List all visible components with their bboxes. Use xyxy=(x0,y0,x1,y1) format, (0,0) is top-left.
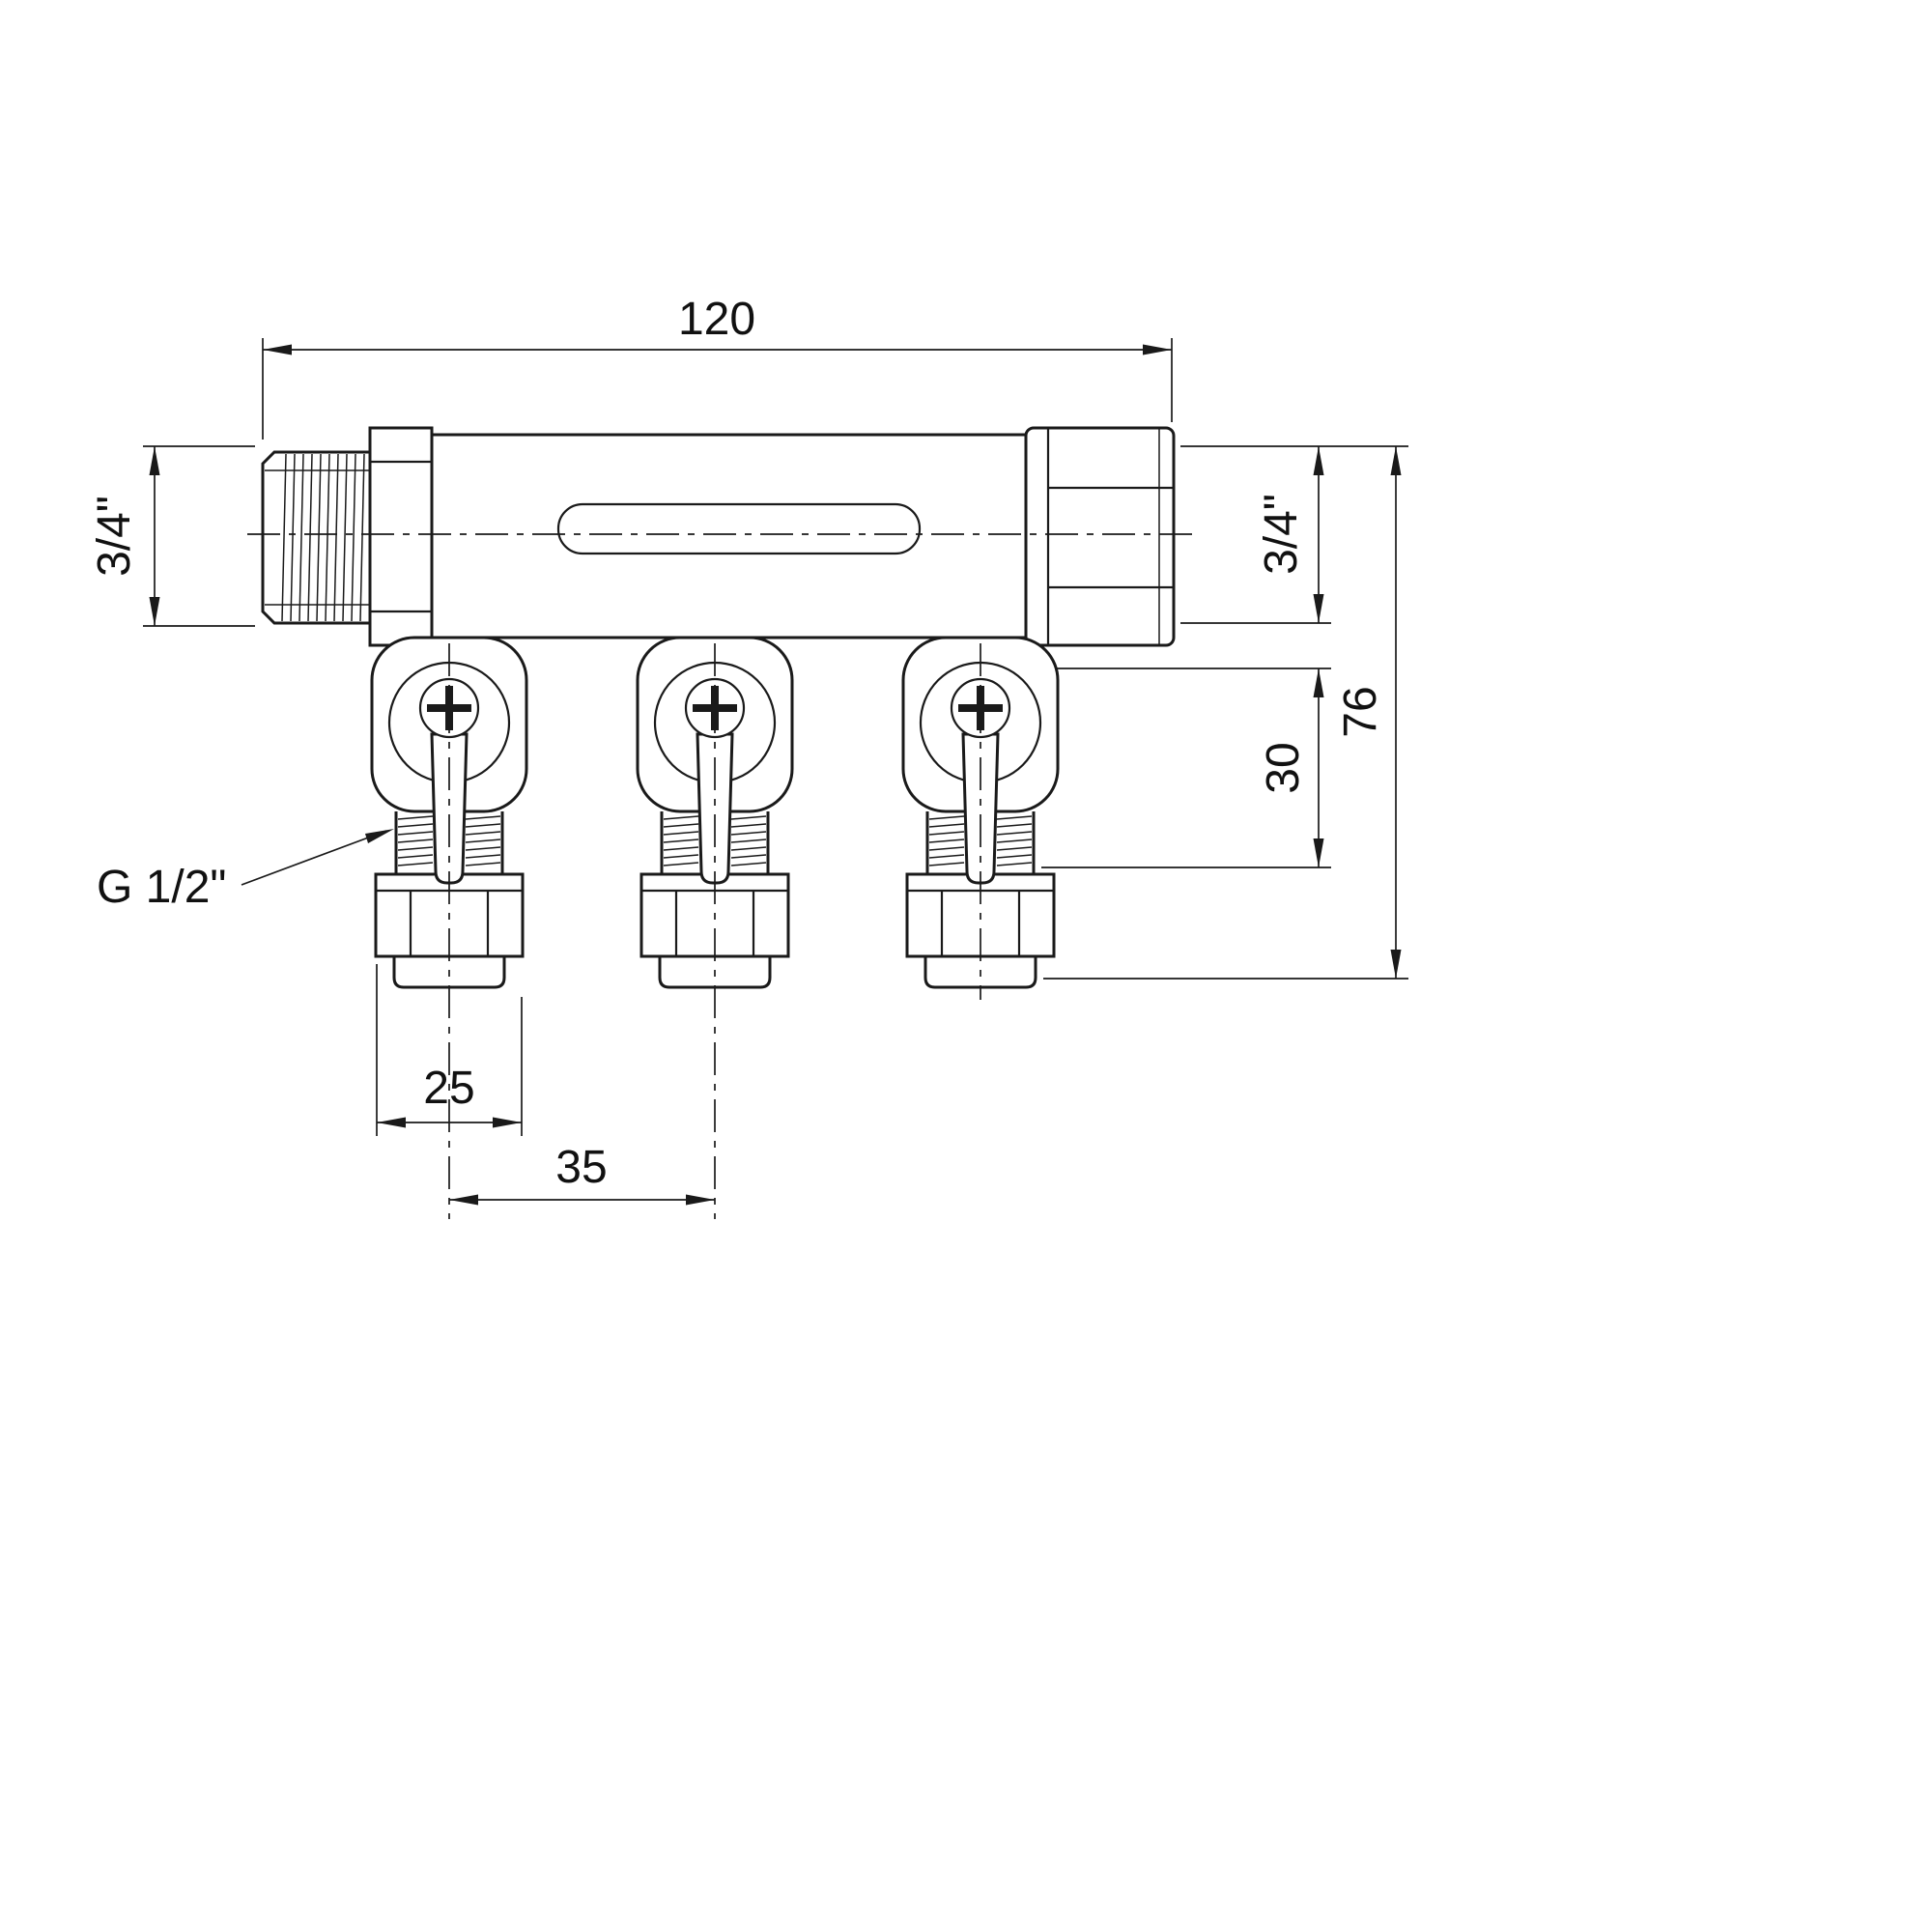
outlet-hex-nut xyxy=(1024,426,1176,647)
dim-branch-spacing-label: 35 xyxy=(555,1142,607,1193)
dimension-valve-drop: 30 xyxy=(1041,668,1331,868)
dimension-branch-thread: G 1/2" xyxy=(97,829,394,913)
valve-lever xyxy=(430,732,469,885)
dimension-branch-spacing: 35 xyxy=(449,1142,715,1206)
dim-overall-width-label: 120 xyxy=(678,294,755,345)
dimension-branch-width: 25 xyxy=(376,964,523,1136)
dimension-inlet-thread: 3/4" xyxy=(89,445,255,627)
dimension-outlet-end-thread: 3/4" xyxy=(1180,445,1408,624)
body-slot xyxy=(556,502,922,555)
dimension-overall-width: 120 xyxy=(262,294,1173,440)
dim-inlet-thread-label: 3/4" xyxy=(89,496,140,577)
centerlines xyxy=(247,533,1193,1219)
dimension-overall-height: 76 xyxy=(1043,446,1408,980)
inlet-male-thread xyxy=(261,450,372,625)
dim-overall-height-label: 76 xyxy=(1335,686,1386,737)
dim-branch-width-label: 25 xyxy=(423,1063,474,1114)
branch-thread xyxy=(397,815,501,867)
manifold-barrel xyxy=(430,433,1028,639)
dim-branch-thread-label: G 1/2" xyxy=(97,862,226,913)
manifold-body xyxy=(261,426,1176,647)
inlet-hex-flange xyxy=(368,426,434,647)
dim-valve-drop-label: 30 xyxy=(1258,742,1309,793)
dim-outlet-end-thread-label: 3/4" xyxy=(1256,494,1307,575)
